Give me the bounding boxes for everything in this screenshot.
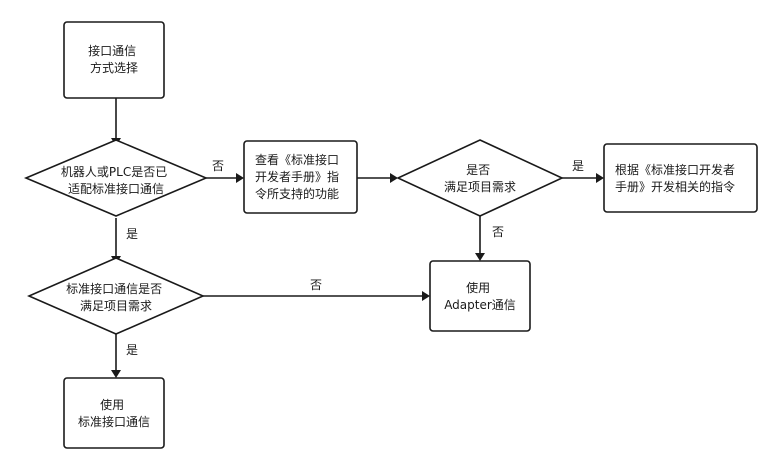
node-check-manual: 查看《标准接口 开发者手册》指 令所支持的功能 (243, 140, 358, 214)
node-line: 是否 (466, 163, 490, 177)
node-line: 令所支持的功能 (255, 186, 339, 201)
node-line: 手册》开发相关的指令 (615, 179, 735, 194)
label-meet-right-yes: 是 (572, 159, 584, 173)
node-line: 接口通信 (88, 43, 136, 58)
node-line: 满足项目需求 (80, 299, 152, 313)
node-text: 标准接口通信是否 满足项目需求 (66, 281, 166, 313)
node-text: 接口通信 方式选择 (88, 43, 140, 75)
node-start: 接口通信 方式选择 (63, 21, 165, 99)
node-line: 满足项目需求 (444, 180, 516, 194)
arrowhead (111, 370, 121, 378)
node-use-standard: 使用 标准接口通信 (63, 377, 165, 449)
process-box (63, 21, 165, 99)
node-line: 使用 (100, 397, 124, 412)
label-meet-right-no: 否 (492, 225, 504, 239)
node-line: 方式选择 (90, 60, 138, 75)
label-meet-left-no: 否 (310, 278, 322, 292)
node-line: Adapter通信 (444, 298, 516, 312)
node-use-manual-cmds: 根据《标准接口开发者 手册》开发相关的指令 (603, 143, 758, 213)
node-decision-meet-right: 是否 满足项目需求 (396, 139, 564, 217)
node-decision-meet-left: 标准接口通信是否 满足项目需求 (27, 257, 205, 335)
arrowhead (475, 253, 485, 261)
node-line: 机器人或PLC是否已 (61, 165, 167, 179)
node-line: 标准接口通信是否 (66, 281, 162, 296)
edge-labels: 否 是 是 否 否 是 (126, 159, 584, 357)
arrowhead (390, 173, 398, 183)
node-decision-support: 机器人或PLC是否已 适配标准接口通信 (23, 139, 209, 217)
node-text: 使用 标准接口通信 (78, 397, 150, 429)
decision-diamond (396, 139, 564, 217)
node-line: 适配标准接口通信 (68, 181, 164, 196)
process-box (429, 260, 531, 332)
process-box (63, 377, 165, 449)
node-line: 根据《标准接口开发者 (615, 162, 735, 177)
arrowhead (422, 291, 430, 301)
node-use-adapter: 使用 Adapter通信 (429, 260, 531, 332)
arrowhead (236, 173, 244, 183)
node-text: 使用 Adapter通信 (444, 280, 516, 312)
decision-diamond (23, 139, 209, 217)
node-line: 使用 (466, 280, 490, 295)
node-text: 根据《标准接口开发者 手册》开发相关的指令 (615, 162, 739, 194)
node-text: 机器人或PLC是否已 适配标准接口通信 (61, 165, 171, 196)
node-line: 开发者手册》指 (255, 169, 339, 184)
edges (111, 98, 604, 378)
arrowhead (596, 173, 604, 183)
process-box (243, 140, 358, 214)
node-line: 标准接口通信 (78, 414, 150, 429)
decision-diamond (27, 257, 205, 335)
label-meet-left-yes: 是 (126, 343, 138, 357)
node-text: 查看《标准接口 开发者手册》指 令所支持的功能 (255, 152, 343, 201)
node-line: 查看《标准接口 (255, 152, 339, 167)
label-support-no: 否 (212, 159, 224, 173)
node-text: 是否 满足项目需求 (444, 163, 516, 194)
label-support-yes: 是 (126, 227, 138, 241)
process-box (603, 143, 758, 213)
